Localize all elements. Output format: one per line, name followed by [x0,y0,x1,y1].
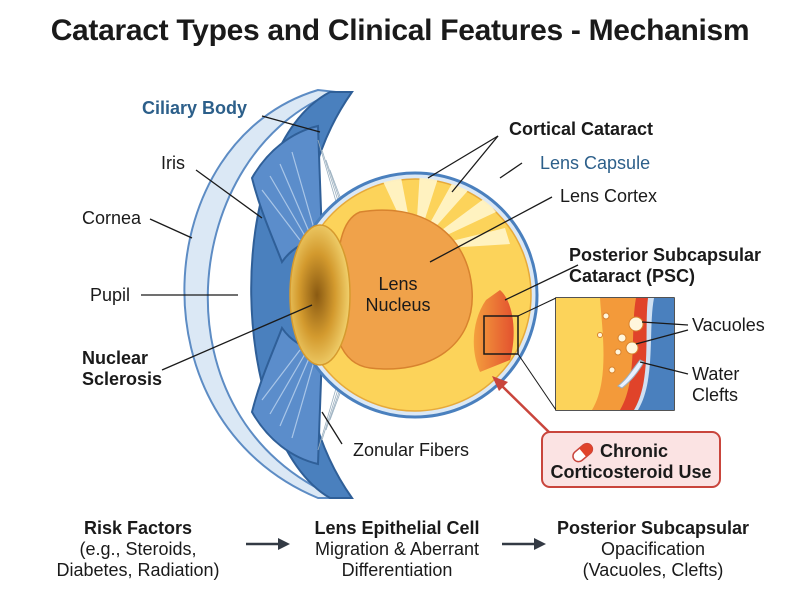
page-title: Cataract Types and Clinical Features - M… [50,14,750,47]
flow-step-2-line-1: Migration & Aberrant [314,539,480,559]
flow-step-3-line-2: (Vacuoles, Clefts) [582,560,724,580]
label-water-clefts-1: Water [692,364,739,384]
flow-step-1-heading: Risk Factors [83,518,193,538]
label-psc-1: Posterior Subcapsular [569,245,761,265]
iris-striations [261,151,316,439]
steroid-arrow-line [499,383,556,439]
label-cortical-cataract: Cortical Cataract [509,119,653,139]
label-ciliary-body: Ciliary Body [142,98,247,118]
steroid-arrowhead [492,376,508,391]
label-vacuoles: Vacuoles [692,315,765,335]
flow-step-2-heading: Lens Epithelial Cell [314,518,480,538]
alert-line-2: Corticosteroid Use [550,462,711,482]
label-psc-2: Cataract (PSC) [569,266,695,286]
flow-step-3-heading: Posterior Subcapsular [556,518,750,538]
flow-step-lens-epithelial: Lens Epithelial Cell Migration & Aberran… [292,518,502,581]
label-iris: Iris [161,153,185,173]
label-water-clefts-2: Clefts [692,385,738,405]
label-lens-capsule: Lens Capsule [540,153,650,173]
label-nuclear-sclerosis-2: Sclerosis [82,369,162,389]
leader-lines [141,115,689,445]
flow-arrow-2 [502,538,546,550]
alert-line-1: Chronic [600,441,668,461]
flow-step-2-line-2: Differentiation [341,560,453,580]
water-cleft-shape [617,359,645,389]
label-lens-nucleus-2: Nucleus [365,295,430,315]
flow-arrow-1 [246,538,290,550]
psc-zoom-inset [555,297,675,411]
flow-step-3-line-1: Opacification [600,539,706,559]
label-pupil: Pupil [90,285,130,305]
flow-step-risk-factors: Risk Factors (e.g., Steroids, Diabetes, … [38,518,238,581]
cornea-shape [183,88,339,499]
label-lens-cortex: Lens Cortex [560,186,657,206]
label-cornea: Cornea [82,208,142,228]
inset-connector-bottom [517,353,557,411]
label-nuclear-sclerosis-1: Nuclear [82,348,148,368]
label-zonular-fibers: Zonular Fibers [353,440,469,460]
pill-icon [572,442,594,463]
flow-step-opacification: Posterior Subcapsular Opacification (Vac… [548,518,758,581]
inset-connector-top [517,297,557,317]
flow-step-1-line-1: (e.g., Steroids, [79,539,197,559]
pupil-lens-front [289,224,351,366]
corticosteroid-alert-box: Chronic Corticosteroid Use [541,431,721,488]
flow-step-1-line-2: Diabetes, Radiation) [56,560,220,580]
inset-marker-box [483,315,519,355]
label-lens-nucleus-1: Lens [378,274,417,294]
vacuole-circles [597,312,644,374]
